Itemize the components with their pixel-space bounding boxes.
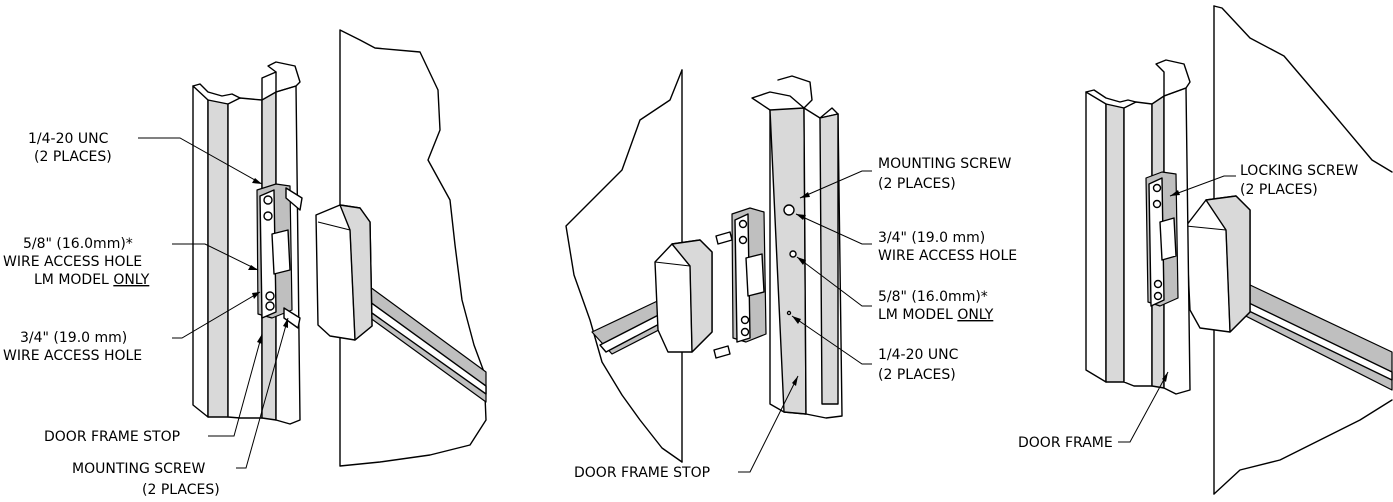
strike-plate-1 xyxy=(256,183,303,329)
door-frame-stop-label-1: DOOR FRAME STOP xyxy=(44,429,180,445)
locking-screw-places: (2 PLACES) xyxy=(1240,182,1318,198)
hole34-label-2: 3/4" (19.0 mm) xyxy=(878,230,985,246)
lm-model-label-1: LM MODEL ONLY xyxy=(34,272,150,288)
unc-places-1: (2 PLACES) xyxy=(34,149,112,165)
hole58-label-2: 5/8" (16.0mm)* xyxy=(878,289,988,305)
door-frame-2 xyxy=(751,75,843,419)
view-3-labels: LOCKING SCREW (2 PLACES) DOOR FRAME xyxy=(1018,163,1358,451)
view-3-strike-installed xyxy=(1085,5,1393,495)
unc-label-1: 1/4-20 UNC xyxy=(28,131,109,147)
strike-plate-2 xyxy=(713,207,767,359)
strike-plate-3 xyxy=(1145,171,1179,307)
door-panel-outline-2 xyxy=(565,69,683,463)
mounting-screw-label-1: MOUNTING SCREW xyxy=(72,461,206,477)
hole58-sub-1: WIRE ACCESS HOLE xyxy=(3,254,142,270)
mounting-screw-label-2: MOUNTING SCREW xyxy=(878,156,1012,172)
door-panel-outline-3 xyxy=(1213,5,1393,173)
exit-device-2 xyxy=(591,239,713,355)
view-1-strike-installation xyxy=(192,29,487,467)
exit-device-3 xyxy=(1185,195,1393,391)
mounting-screw-places-1: (2 PLACES) xyxy=(142,482,220,498)
locking-screw-label: LOCKING SCREW xyxy=(1240,163,1358,179)
hole34-sub-2: WIRE ACCESS HOLE xyxy=(878,248,1017,264)
hole34-label-1: 3/4" (19.0 mm) xyxy=(20,330,127,346)
view-2-strike-installation xyxy=(565,69,843,463)
hole58-label-1: 5/8" (16.0mm)* xyxy=(23,236,133,252)
door-frame-label: DOOR FRAME xyxy=(1018,435,1113,451)
hole34-sub-1: WIRE ACCESS HOLE xyxy=(3,348,142,364)
leader-lines xyxy=(138,137,1236,473)
view-1-labels: 1/4-20 UNC (2 PLACES) 5/8" (16.0mm)* WIR… xyxy=(3,131,220,498)
lm-model-label-2: LM MODEL ONLY xyxy=(878,307,994,323)
unc-places-2: (2 PLACES) xyxy=(878,367,956,383)
door-frame-stop-label-2: DOOR FRAME STOP xyxy=(574,465,710,481)
mounting-screw-places-2: (2 PLACES) xyxy=(878,176,956,192)
exit-device xyxy=(315,204,487,403)
door-panel-outline xyxy=(339,29,487,467)
view-2-labels: MOUNTING SCREW (2 PLACES) 3/4" (19.0 mm)… xyxy=(574,156,1017,481)
unc-label-2: 1/4-20 UNC xyxy=(878,347,959,363)
